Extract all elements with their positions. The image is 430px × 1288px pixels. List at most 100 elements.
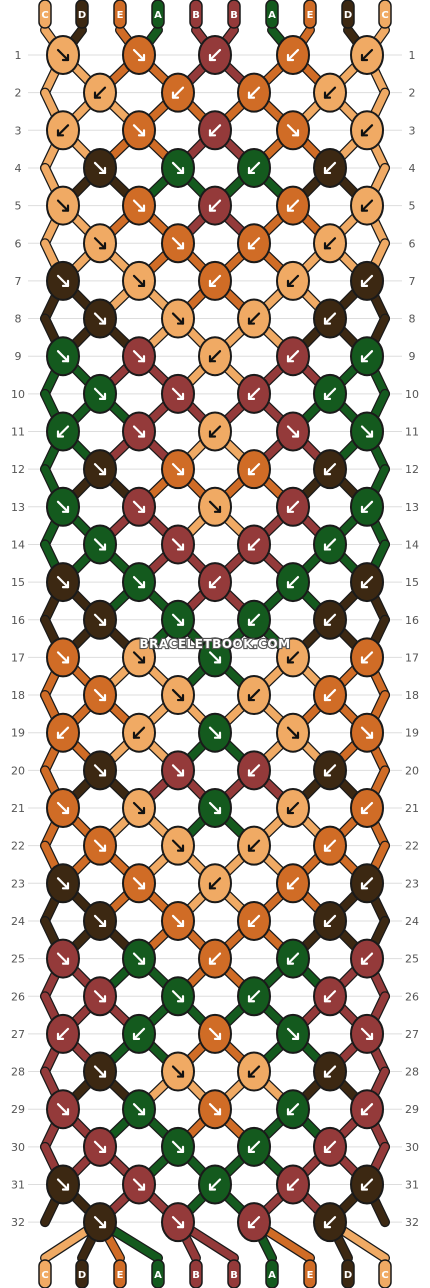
arrow-icon bbox=[171, 613, 185, 626]
arrow-head-icon bbox=[208, 53, 217, 62]
arrow-icon bbox=[286, 124, 300, 137]
knot bbox=[237, 976, 271, 1017]
arrow-head-icon bbox=[286, 957, 295, 965]
row-number-left: 8 bbox=[15, 313, 22, 326]
string-top-end-label: C bbox=[381, 10, 388, 21]
arrow-head-icon bbox=[176, 618, 185, 626]
arrow-head-icon bbox=[98, 1070, 107, 1078]
string-bottom-end-label: D bbox=[344, 1270, 352, 1281]
string-bottom-end-label: C bbox=[41, 1270, 48, 1281]
row-number-left: 31 bbox=[11, 1179, 25, 1192]
knot bbox=[313, 147, 347, 188]
arrow-head-icon bbox=[286, 882, 295, 890]
knot bbox=[313, 750, 347, 791]
arrow-head-icon bbox=[98, 844, 107, 852]
arrow-head-icon bbox=[176, 468, 185, 476]
arrow-icon bbox=[286, 425, 300, 438]
arrow-head-icon bbox=[176, 844, 185, 852]
arrow-icon bbox=[171, 237, 185, 250]
row-number-right: 32 bbox=[405, 1216, 419, 1229]
arrow-icon bbox=[208, 801, 222, 815]
arrow-head-icon bbox=[286, 53, 295, 62]
arrow-icon bbox=[247, 688, 261, 702]
arrow-head-icon bbox=[323, 693, 332, 702]
arrow-icon bbox=[93, 1065, 107, 1078]
string-top-end-label: E bbox=[117, 10, 124, 21]
string-bottom-end bbox=[151, 1259, 165, 1288]
knot bbox=[161, 675, 195, 716]
arrow-icon bbox=[208, 350, 222, 363]
row-number-right: 7 bbox=[409, 275, 416, 288]
row-number-right: 24 bbox=[405, 915, 419, 928]
arrow-icon bbox=[286, 575, 300, 589]
arrow-icon bbox=[323, 914, 337, 928]
arrow-head-icon bbox=[208, 1183, 217, 1191]
arrow-icon bbox=[93, 990, 107, 1003]
knot bbox=[198, 712, 232, 753]
arrow-icon bbox=[360, 1178, 374, 1191]
row-number-left: 26 bbox=[11, 990, 25, 1003]
arrow-icon bbox=[56, 952, 70, 965]
arrow-icon bbox=[323, 387, 337, 400]
arrow-icon bbox=[247, 237, 261, 250]
string-top-end bbox=[151, 0, 165, 29]
knot bbox=[276, 1013, 310, 1054]
arrow-head-icon bbox=[323, 317, 332, 325]
arrow-head-icon bbox=[98, 317, 107, 325]
knot bbox=[237, 449, 271, 490]
arrow-icon bbox=[286, 48, 300, 62]
arrow-head-icon bbox=[286, 656, 295, 664]
string-top-end bbox=[189, 0, 203, 29]
arrow-head-icon bbox=[247, 1070, 256, 1078]
arrow-icon bbox=[247, 86, 261, 99]
arrow-head-icon bbox=[132, 1032, 141, 1041]
arrow-head-icon bbox=[61, 505, 70, 513]
arrow-head-icon bbox=[61, 806, 70, 815]
string-top-end-label: E bbox=[307, 10, 314, 21]
arrow-head-icon bbox=[323, 769, 332, 777]
row-number-right: 6 bbox=[409, 237, 416, 250]
arrow-head-icon bbox=[98, 919, 107, 928]
arrow-icon bbox=[323, 86, 337, 99]
knot bbox=[313, 1051, 347, 1092]
arrow-head-icon bbox=[247, 769, 256, 777]
knot bbox=[276, 110, 310, 151]
arrow-head-icon bbox=[247, 543, 256, 551]
row-number-right: 25 bbox=[405, 953, 419, 966]
arrow-icon bbox=[132, 500, 146, 513]
knot bbox=[313, 449, 347, 490]
arrow-head-icon bbox=[360, 129, 369, 137]
arrow-icon bbox=[247, 839, 261, 852]
knot bbox=[198, 35, 232, 75]
arrow-icon bbox=[171, 1216, 185, 1229]
arrow-icon bbox=[360, 425, 374, 438]
row-number-left: 17 bbox=[11, 651, 25, 664]
arrow-head-icon bbox=[247, 317, 256, 325]
row-number-right: 18 bbox=[405, 689, 419, 702]
row-number-right: 17 bbox=[405, 651, 419, 664]
arrow-icon bbox=[208, 124, 222, 137]
knot bbox=[46, 562, 80, 603]
knot bbox=[198, 260, 232, 301]
knot bbox=[350, 1089, 384, 1130]
arrow-icon bbox=[171, 161, 185, 175]
arrow-icon bbox=[93, 237, 107, 250]
arrow-icon bbox=[208, 48, 222, 62]
knot bbox=[350, 637, 384, 678]
string-top-end bbox=[113, 0, 127, 29]
arrow-icon bbox=[286, 274, 300, 287]
arrow-head-icon bbox=[286, 1183, 295, 1191]
row-number-right: 31 bbox=[405, 1179, 419, 1192]
knot bbox=[161, 72, 195, 113]
arrow-head-icon bbox=[208, 580, 217, 589]
row-number-right: 28 bbox=[405, 1066, 419, 1079]
arrow-head-icon bbox=[323, 844, 332, 852]
string-bottom-end-label: A bbox=[268, 1270, 276, 1281]
knot bbox=[161, 900, 195, 941]
knot bbox=[198, 938, 232, 979]
knot bbox=[83, 223, 117, 264]
knot bbox=[313, 599, 347, 640]
row-number-left: 23 bbox=[11, 877, 25, 890]
arrow-head-icon bbox=[286, 505, 295, 513]
arrow-icon bbox=[93, 161, 107, 175]
